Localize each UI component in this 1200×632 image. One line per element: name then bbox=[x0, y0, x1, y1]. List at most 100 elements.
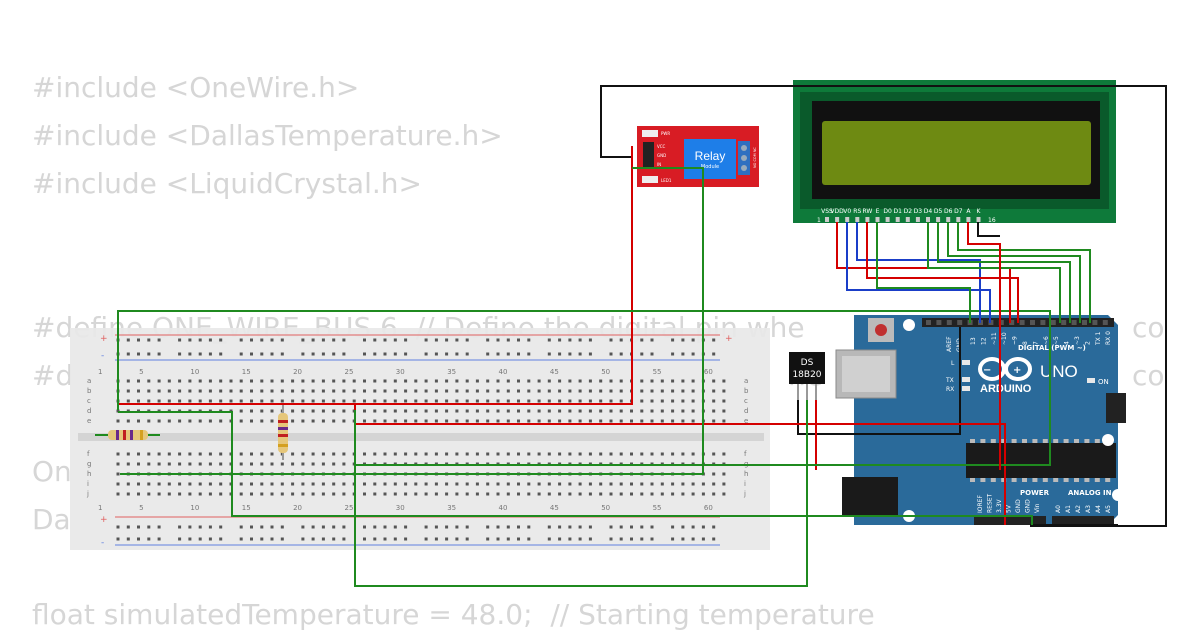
breadboard-hole bbox=[260, 462, 264, 466]
breadboard-hole bbox=[363, 399, 366, 403]
breadboard-rail-hole bbox=[188, 537, 192, 541]
breadboard-rail-hole bbox=[650, 537, 654, 541]
breadboard-hole bbox=[414, 482, 418, 486]
breadboard-rail-hole bbox=[455, 537, 459, 541]
breadboard-hole bbox=[147, 389, 151, 393]
breadboard-hole bbox=[229, 379, 233, 383]
breadboard-hole bbox=[270, 492, 274, 496]
breadboard-row-letter: a bbox=[744, 377, 748, 385]
breadboard-row-letter: h bbox=[87, 470, 91, 478]
breadboard-hole bbox=[198, 379, 202, 383]
breadboard-rail-hole bbox=[630, 537, 633, 541]
wire-green bbox=[927, 222, 1061, 323]
breadboard-column-number: 45 bbox=[550, 504, 559, 512]
wire-blue bbox=[846, 222, 991, 323]
bottom-rail-plus-sign: + bbox=[100, 515, 108, 525]
breadboard-rail-hole bbox=[332, 338, 336, 342]
breadboard-rail-hole bbox=[270, 525, 274, 529]
breadboard-hole bbox=[660, 452, 664, 456]
breadboard-hole bbox=[537, 492, 541, 496]
breadboard-hole bbox=[455, 482, 459, 486]
breadboard-hole bbox=[527, 419, 531, 423]
breadboard-hole bbox=[568, 482, 572, 486]
arduino-digital-pin-label: ~5 bbox=[1053, 336, 1060, 345]
breadboard-hole bbox=[208, 452, 212, 456]
breadboard-hole bbox=[434, 492, 438, 496]
breadboard-hole bbox=[537, 409, 541, 413]
breadboard-hole bbox=[619, 452, 623, 456]
breadboard-hole bbox=[250, 389, 253, 393]
breadboard-rail-hole bbox=[588, 338, 592, 342]
breadboard-hole bbox=[496, 482, 500, 486]
arduino-chip-pin bbox=[1084, 439, 1090, 443]
breadboard-hole bbox=[321, 482, 325, 486]
breadboard-hole bbox=[465, 492, 469, 496]
breadboard-column-number: 35 bbox=[447, 368, 456, 376]
breadboard-hole bbox=[311, 452, 315, 456]
arduino-reset-button-cap bbox=[875, 324, 887, 336]
breadboard-rail-hole bbox=[712, 525, 716, 529]
arduino-analog-pin-label: A4 bbox=[1095, 505, 1102, 513]
breadboard-hole bbox=[671, 399, 675, 403]
breadboard-hole bbox=[414, 409, 418, 413]
breadboard-hole bbox=[301, 462, 305, 466]
breadboard-hole bbox=[157, 379, 161, 383]
breadboard-hole bbox=[712, 419, 716, 423]
breadboard-row-letter: a bbox=[87, 377, 91, 385]
breadboard-hole bbox=[332, 409, 336, 413]
breadboard-hole bbox=[342, 399, 346, 403]
breadboard-column-number: 30 bbox=[396, 368, 405, 376]
breadboard-rail-hole bbox=[691, 525, 695, 529]
arduino-digital-pin-label: ~9 bbox=[1012, 336, 1019, 345]
breadboard-hole bbox=[475, 409, 479, 413]
lcd-pin bbox=[915, 217, 920, 222]
wire-green bbox=[947, 222, 1081, 323]
arduino-header-hole bbox=[1061, 320, 1067, 325]
breadboard-hole bbox=[157, 482, 161, 486]
breadboard-hole bbox=[619, 399, 623, 403]
top-rail-plus-sign: + bbox=[100, 334, 108, 344]
breadboard-rail-hole bbox=[137, 352, 140, 356]
breadboard-hole bbox=[445, 379, 449, 383]
breadboard-hole bbox=[250, 379, 253, 383]
breadboard-hole bbox=[270, 389, 274, 393]
breadboard-column-number: 10 bbox=[190, 368, 199, 376]
breadboard-hole bbox=[547, 389, 551, 393]
breadboard-hole bbox=[722, 399, 726, 403]
wires bbox=[117, 85, 1167, 587]
breadboard-hole bbox=[126, 462, 130, 466]
relay-pin-in: IN bbox=[657, 162, 661, 167]
breadboard-rail-hole bbox=[455, 525, 459, 529]
breadboard-hole bbox=[558, 389, 562, 393]
arduino-power-pin-label: 5V bbox=[1006, 504, 1013, 513]
breadboard-hole bbox=[260, 399, 264, 403]
breadboard-hole bbox=[198, 492, 202, 496]
breadboard-column-number: 5 bbox=[139, 504, 143, 512]
arduino-header-hole bbox=[998, 320, 1004, 325]
lcd-pin-label: D4 bbox=[924, 208, 933, 215]
breadboard-rail-hole bbox=[404, 537, 408, 541]
breadboard-rail-hole bbox=[496, 525, 500, 529]
breadboard-hole bbox=[363, 379, 366, 383]
breadboard-hole bbox=[311, 419, 315, 423]
breadboard-rail-hole bbox=[568, 352, 572, 356]
lcd-pin-label: E bbox=[876, 208, 880, 215]
breadboard-hole bbox=[712, 389, 716, 393]
breadboard-hole bbox=[517, 409, 520, 413]
breadboard-rail-hole bbox=[301, 537, 305, 541]
breadboard-hole bbox=[147, 482, 151, 486]
breadboard-hole bbox=[352, 399, 356, 403]
breadboard-hole bbox=[363, 409, 366, 413]
breadboard-rail-hole bbox=[465, 352, 469, 356]
code-line-5-end: co bbox=[1132, 359, 1165, 392]
breadboard-hole bbox=[301, 419, 305, 423]
breadboard-hole bbox=[506, 389, 510, 393]
breadboard-rail-hole bbox=[260, 338, 264, 342]
breadboard-rail-hole bbox=[157, 352, 161, 356]
breadboard-hole bbox=[280, 482, 284, 486]
breadboard-hole bbox=[126, 379, 130, 383]
breadboard-hole bbox=[229, 389, 233, 393]
breadboard-hole bbox=[137, 482, 140, 486]
